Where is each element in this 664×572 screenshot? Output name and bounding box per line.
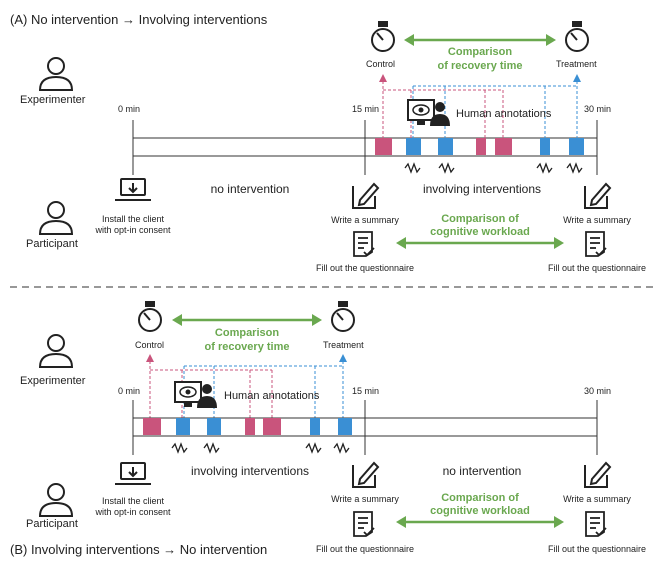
squiggle-signal-icon [404,162,583,174]
human-annotations-label: Human annotations [224,390,320,402]
time-label-30: 30 min [584,386,611,396]
checklist-icon [585,511,607,537]
control-block [476,138,486,155]
install-client-line1: Install the client [102,214,165,224]
control-label: Control [366,59,395,69]
timeline [132,120,598,175]
recovery-comparison-arrow [172,314,322,326]
time-label-0: 0 min [118,104,140,114]
pencil-edit-icon [584,182,612,209]
participant-label: Participant [26,238,78,250]
write-summary-left: Write a summary [331,215,399,225]
intervention-blocks [143,418,352,435]
timeline [132,400,598,455]
treatment-stopwatch-icon [565,21,589,52]
install-client-line2: with opt-in consent [94,225,171,235]
treatment-block [540,138,550,155]
treatment-block [310,418,320,435]
treatment-block [406,138,421,155]
workload-comparison-line1: Comparison of [441,213,519,225]
questionnaire-left: Fill out the questionnaire [316,263,414,273]
treatment-stopwatch-icon [331,301,355,332]
recovery-comparison-arrow [404,34,556,46]
participant-person-icon [38,483,74,517]
treatment-label: Treatment [556,59,597,69]
control-arrowhead [379,74,387,82]
panel-a-title: (A) No intervention → Involving interven… [10,12,268,27]
control-block [143,418,161,435]
install-client-line1: Install the client [102,496,165,506]
time-label-15: 15 min [352,386,379,396]
questionnaire-right: Fill out the questionnaire [548,263,646,273]
monitor-eye-person-icon [174,381,217,408]
control-dashed-connectors [382,76,504,138]
control-arrowhead [146,354,154,362]
control-stopwatch-icon [138,301,162,332]
recovery-comparison-line1: Comparison [215,327,279,339]
pencil-edit-icon [352,461,380,488]
questionnaire-left: Fill out the questionnaire [316,544,414,554]
treatment-block [569,138,584,155]
phase-label-second: involving interventions [423,182,541,196]
treatment-arrowhead [573,74,581,82]
treatment-label: Treatment [323,340,364,350]
pencil-edit-icon [352,182,380,209]
control-dashed-connectors [149,356,273,418]
monitor-eye-person-icon [407,99,450,126]
time-label-15: 15 min [352,104,379,114]
phase-label-second: no intervention [443,464,522,478]
treatment-block [176,418,190,435]
human-annotations-label: Human annotations [456,108,552,120]
workload-comparison-line2: cognitive workload [430,505,530,517]
laptop-download-icon [115,462,151,485]
squiggle-signal-icon [171,442,350,454]
treatment-block [207,418,221,435]
panel-b: Experimenter Participant Control Treatme… [10,301,646,557]
panel-b-title: (B) Involving interventions → No interve… [10,542,267,557]
control-stopwatch-icon [371,21,395,52]
treatment-block [338,418,352,435]
participant-person-icon [38,201,74,235]
recovery-comparison-line2: of recovery time [205,341,290,353]
checklist-icon [585,231,607,257]
recovery-comparison-line2: of recovery time [438,60,523,72]
experimenter-label: Experimenter [20,375,86,387]
phase-label-first: no intervention [211,182,290,196]
questionnaire-right: Fill out the questionnaire [548,544,646,554]
write-summary-right: Write a summary [563,215,631,225]
experimenter-label: Experimenter [20,94,86,106]
control-block [375,138,392,155]
time-label-0: 0 min [118,386,140,396]
pencil-edit-icon [584,461,612,488]
laptop-download-icon [115,178,151,201]
control-block [263,418,281,435]
intervention-blocks [375,138,584,155]
recovery-comparison-line1: Comparison [448,46,512,58]
participant-label: Participant [26,518,78,530]
workload-comparison-line1: Comparison of [441,492,519,504]
time-label-30: 30 min [584,104,611,114]
workload-comparison-arrow [396,237,564,249]
checklist-icon [353,231,375,257]
write-summary-left: Write a summary [331,494,399,504]
treatment-arrowhead [339,354,347,362]
workload-comparison-arrow [396,516,564,528]
treatment-block [438,138,453,155]
control-block [245,418,255,435]
install-client-line2: with opt-in consent [94,507,171,517]
experimenter-person-icon [38,57,74,91]
phase-label-first: involving interventions [191,464,309,478]
checklist-icon [353,511,375,537]
workload-comparison-line2: cognitive workload [430,226,530,238]
experimenter-person-icon [38,334,74,368]
write-summary-right: Write a summary [563,494,631,504]
panel-a: (A) No intervention → Involving interven… [10,12,646,273]
control-block [495,138,512,155]
control-label: Control [135,340,164,350]
